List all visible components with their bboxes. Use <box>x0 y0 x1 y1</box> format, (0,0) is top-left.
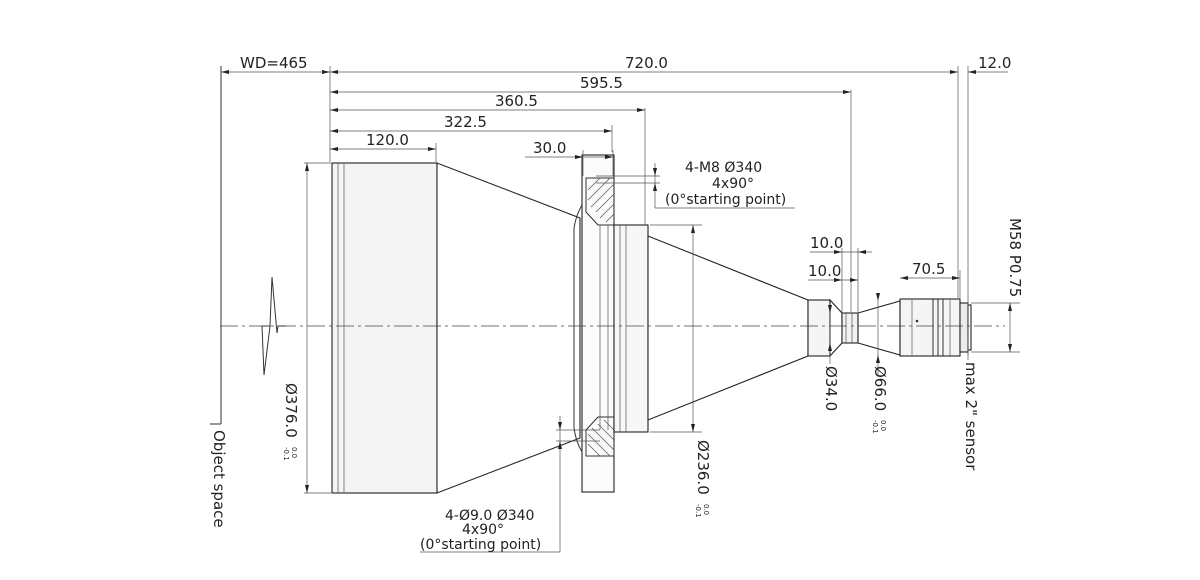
dim-dia-376-tol-lower: -0.1 <box>282 447 290 461</box>
front-barrel <box>331 162 438 494</box>
dim-dia-34: Ø34.0 <box>822 366 840 411</box>
dim-360: 360.5 <box>495 92 538 110</box>
front-cone <box>436 162 581 494</box>
dim-thread: M58 P0.75 <box>1006 218 1024 297</box>
dim-dia-376: Ø376.0 <box>282 383 300 438</box>
collar <box>613 224 649 433</box>
callout-bottom-line1: 4-Ø9.0 Ø340 <box>445 508 534 524</box>
rear-tube <box>807 299 831 357</box>
dim-dia-66: Ø66.0 <box>871 366 889 411</box>
dim-12: 12.0 <box>978 54 1011 72</box>
dim-70: 70.5 <box>912 260 945 278</box>
adapter-cone <box>857 300 901 356</box>
object-space-label: Object space <box>210 430 228 528</box>
flange-section-bottom <box>585 416 615 457</box>
sensor-label: max 2" sensor <box>962 362 980 471</box>
dim-dia-376-tol-upper: 0.0 <box>290 447 298 458</box>
callout-bottom-line3: (0°starting point) <box>420 537 541 553</box>
callout-top-line2: 4x90° <box>712 176 754 192</box>
rear-cone <box>647 235 809 421</box>
c-mount-thread <box>959 302 969 353</box>
dim-dia-236-tol-lower: -0.1 <box>694 504 702 518</box>
flange-section-top <box>585 177 615 226</box>
lens-body <box>331 154 972 494</box>
callout-top-line1: 4-M8 Ø340 <box>685 160 762 176</box>
mount-flange <box>581 154 615 493</box>
dim-720: 720.0 <box>625 54 668 72</box>
dim-dia-236: Ø236.0 <box>694 440 712 495</box>
dim-dia-236-tol-upper: 0.0 <box>702 504 710 515</box>
dimension-lines <box>221 70 1012 553</box>
dim-dia-66-tol-lower: -0.1 <box>871 420 879 434</box>
dim-120: 120.0 <box>366 131 409 149</box>
dim-dia-66-tol-upper: 0.0 <box>879 420 887 431</box>
camera-tube <box>899 298 961 357</box>
callout-top-line3: (0°starting point) <box>665 192 786 208</box>
dim-322: 322.5 <box>444 113 487 131</box>
break-symbol <box>262 276 286 334</box>
dim-595: 595.5 <box>580 74 623 92</box>
dim-10-upper: 10.0 <box>810 234 843 252</box>
dim-10-lower: 10.0 <box>808 262 841 280</box>
dim-wd: WD=465 <box>240 54 308 72</box>
dim-30: 30.0 <box>533 139 566 157</box>
neck <box>841 312 859 344</box>
callout-bottom-line2: 4x90° <box>462 522 504 538</box>
